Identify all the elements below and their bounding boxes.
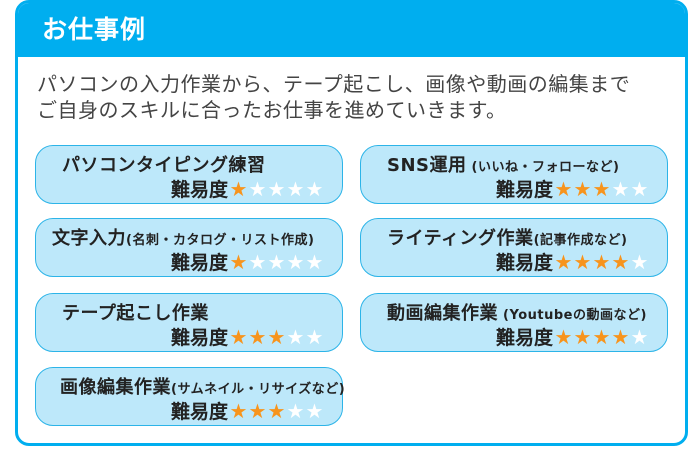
- star-filled-icon: ★: [592, 176, 611, 201]
- star-empty-icon: ★: [267, 176, 286, 201]
- star-empty-icon: ★: [630, 249, 649, 274]
- star-filled-icon: ★: [267, 398, 286, 423]
- job-card-transcription: テープ起こし作業 難易度★★★★★: [35, 293, 343, 352]
- job-card-title: ライティング作業(記事作成など): [387, 228, 628, 249]
- star-filled-icon: ★: [229, 176, 248, 201]
- difficulty-rating: 難易度★★★★★: [170, 176, 324, 202]
- job-card-title: 画像編集作業(サムネイル・リサイズなど): [60, 377, 346, 398]
- star-empty-icon: ★: [286, 176, 305, 201]
- star-empty-icon: ★: [286, 398, 305, 423]
- star-filled-icon: ★: [248, 324, 267, 349]
- job-card-video-editing: 動画編集作業 (Youtubeの動画など) 難易度★★★★★: [360, 293, 668, 352]
- job-card-image-editing: 画像編集作業(サムネイル・リサイズなど) 難易度★★★★★: [35, 367, 346, 426]
- panel-title: お仕事例: [18, 3, 685, 57]
- star-filled-icon: ★: [229, 249, 248, 274]
- difficulty-rating: 難易度★★★★★: [170, 398, 324, 424]
- job-card-writing: ライティング作業(記事作成など) 難易度★★★★★: [360, 218, 668, 277]
- star-rating: ★★★★★: [229, 400, 324, 422]
- star-rating: ★★★★★: [229, 178, 324, 200]
- star-empty-icon: ★: [248, 249, 267, 274]
- star-empty-icon: ★: [305, 176, 324, 201]
- star-empty-icon: ★: [305, 249, 324, 274]
- star-filled-icon: ★: [267, 324, 286, 349]
- star-filled-icon: ★: [592, 324, 611, 349]
- star-filled-icon: ★: [554, 176, 573, 201]
- intro-line-1: パソコンの入力作業から、テープ起こし、画像や動画の編集まで: [37, 72, 631, 96]
- star-filled-icon: ★: [573, 324, 592, 349]
- difficulty-rating: 難易度★★★★★: [495, 249, 649, 275]
- job-card-text-input: 文字入力(名刺・カタログ・リスト作成) 難易度★★★★★: [35, 218, 343, 277]
- star-filled-icon: ★: [611, 324, 630, 349]
- star-empty-icon: ★: [267, 249, 286, 274]
- job-card-title: 文字入力(名刺・カタログ・リスト作成): [52, 228, 315, 249]
- star-rating: ★★★★★: [554, 326, 649, 348]
- star-filled-icon: ★: [229, 324, 248, 349]
- difficulty-rating: 難易度★★★★★: [495, 176, 649, 202]
- star-empty-icon: ★: [248, 176, 267, 201]
- star-empty-icon: ★: [286, 249, 305, 274]
- star-rating: ★★★★★: [554, 178, 649, 200]
- star-filled-icon: ★: [229, 398, 248, 423]
- star-empty-icon: ★: [630, 324, 649, 349]
- intro-line-2: ご自身のスキルに合ったお仕事を進めていきます。: [37, 98, 507, 122]
- star-rating: ★★★★★: [229, 326, 324, 348]
- star-filled-icon: ★: [611, 249, 630, 274]
- star-filled-icon: ★: [573, 249, 592, 274]
- star-filled-icon: ★: [573, 176, 592, 201]
- job-card-title: テープ起こし作業: [62, 303, 209, 324]
- star-filled-icon: ★: [248, 398, 267, 423]
- star-filled-icon: ★: [554, 324, 573, 349]
- job-card-title: 動画編集作業 (Youtubeの動画など): [387, 303, 647, 324]
- job-card-sns: SNS運用 (いいね・フォローなど) 難易度★★★★★: [360, 145, 668, 204]
- star-filled-icon: ★: [554, 249, 573, 274]
- job-card-typing: パソコンタイピング練習 難易度★★★★★: [35, 145, 343, 204]
- star-empty-icon: ★: [305, 398, 324, 423]
- difficulty-rating: 難易度★★★★★: [170, 249, 324, 275]
- star-empty-icon: ★: [286, 324, 305, 349]
- star-empty-icon: ★: [305, 324, 324, 349]
- job-card-title: SNS運用 (いいね・フォローなど): [387, 155, 620, 176]
- job-card-title: パソコンタイピング練習: [62, 155, 266, 176]
- star-empty-icon: ★: [630, 176, 649, 201]
- star-rating: ★★★★★: [554, 251, 649, 273]
- difficulty-rating: 難易度★★★★★: [170, 324, 324, 350]
- star-empty-icon: ★: [611, 176, 630, 201]
- difficulty-rating: 難易度★★★★★: [495, 324, 649, 350]
- star-filled-icon: ★: [592, 249, 611, 274]
- star-rating: ★★★★★: [229, 251, 324, 273]
- intro-text: パソコンの入力作業から、テープ起こし、画像や動画の編集まで ご自身のスキルに合っ…: [37, 71, 677, 123]
